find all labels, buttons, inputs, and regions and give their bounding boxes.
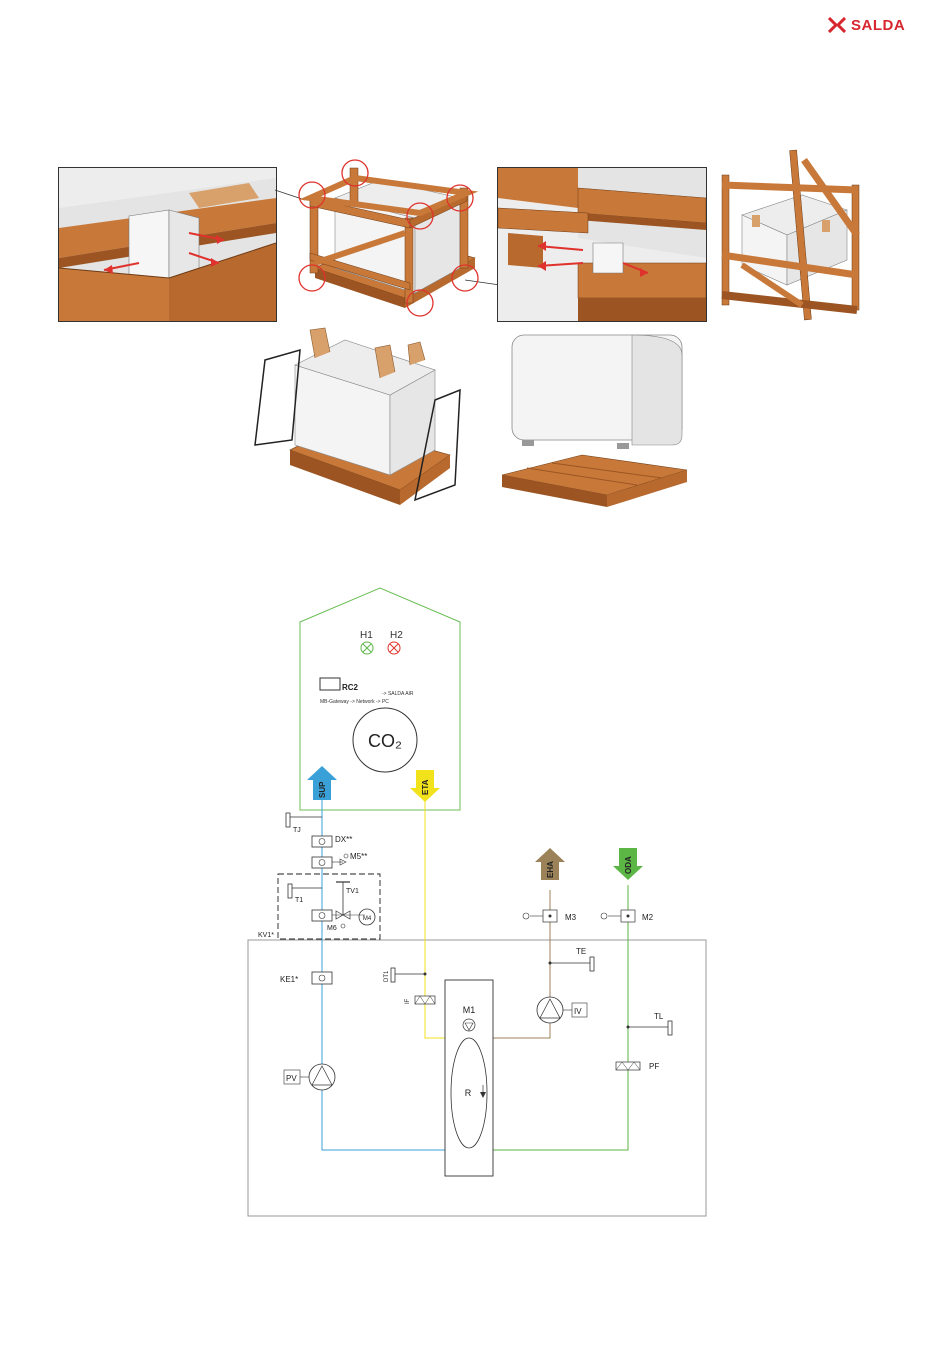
label-kv1: KV1* (258, 932, 274, 939)
t1-sensor-icon (288, 884, 322, 898)
closeup-right-illustration (498, 168, 706, 321)
iv-exhaust-fan-icon (537, 997, 563, 1023)
label-eta: ETA (421, 779, 430, 795)
label-m4: M4 (363, 916, 372, 922)
ventilation-schematic: H1 H2 RC2 -> SALDA AIR MB-Gateway -> Net… (240, 580, 720, 1230)
tv1-sensor-icon (336, 882, 350, 915)
network-line-1: -> SALDA AIR (382, 691, 414, 697)
h2-indicator-icon (388, 642, 400, 654)
salda-logo: SALDA (828, 14, 908, 36)
label-co2: CO₂ (368, 731, 402, 751)
label-tv1: TV1 (346, 888, 359, 895)
rc2-controller-icon (320, 678, 340, 690)
label-t1: T1 (295, 897, 303, 904)
te-sensor-icon (549, 957, 595, 971)
brand-name: SALDA (851, 17, 905, 34)
pf-filter-icon (616, 1062, 640, 1070)
oda-arrow: ODA (613, 848, 643, 880)
label-rc2: RC2 (342, 683, 359, 692)
ke1-heater-icon (312, 972, 332, 984)
m5-valve-icon (312, 857, 332, 868)
dt1-sensor-icon (391, 968, 427, 982)
label-sup: SUP (318, 781, 327, 798)
closeup-left-illustration (59, 168, 276, 321)
closeup-panel-right (497, 167, 707, 322)
crate-braced-illustration (712, 145, 872, 325)
label-m3: M3 (565, 913, 577, 922)
label-iv: IV (574, 1007, 582, 1016)
tj-sensor-icon (286, 813, 322, 827)
network-line-2: MB-Gateway -> Network -> PC (320, 699, 389, 705)
label-m6: M6 (327, 925, 337, 932)
pv-supply-fan-icon (309, 1064, 335, 1090)
tl-sensor-icon (627, 1021, 673, 1035)
eta-arrow: ETA (410, 770, 440, 802)
label-h1: H1 (360, 630, 373, 641)
label-dt1: DT1 (384, 970, 390, 982)
label-pf: PF (649, 1062, 659, 1071)
label-te: TE (576, 947, 586, 956)
label-r: R (465, 1088, 472, 1098)
label-m1: M1 (463, 1005, 476, 1015)
dx-cooler-icon (312, 836, 332, 847)
water-heater-icon (312, 910, 332, 921)
closeup-panel-left (58, 167, 277, 322)
salda-logo-icon (828, 17, 846, 33)
label-dx: DX** (335, 835, 352, 844)
label-eha: EHA (546, 861, 555, 878)
eha-arrow: EHA (535, 848, 565, 880)
crate-with-circles-illustration (295, 158, 490, 323)
unit-on-pallet-illustration (250, 320, 475, 515)
label-m5: M5** (350, 852, 367, 861)
label-h2: H2 (390, 630, 403, 641)
label-pv: PV (286, 1074, 297, 1083)
if-filter-icon (415, 996, 435, 1004)
sup-arrow: SUP (307, 766, 337, 800)
label-tj: TJ (293, 827, 301, 834)
label-m2: M2 (642, 913, 654, 922)
label-if: IF (405, 998, 411, 1004)
label-oda: ODA (624, 856, 633, 874)
unit-off-pallet-illustration (497, 325, 697, 510)
h1-indicator-icon (361, 642, 373, 654)
label-tl: TL (654, 1012, 664, 1021)
label-ke1: KE1* (280, 975, 298, 984)
